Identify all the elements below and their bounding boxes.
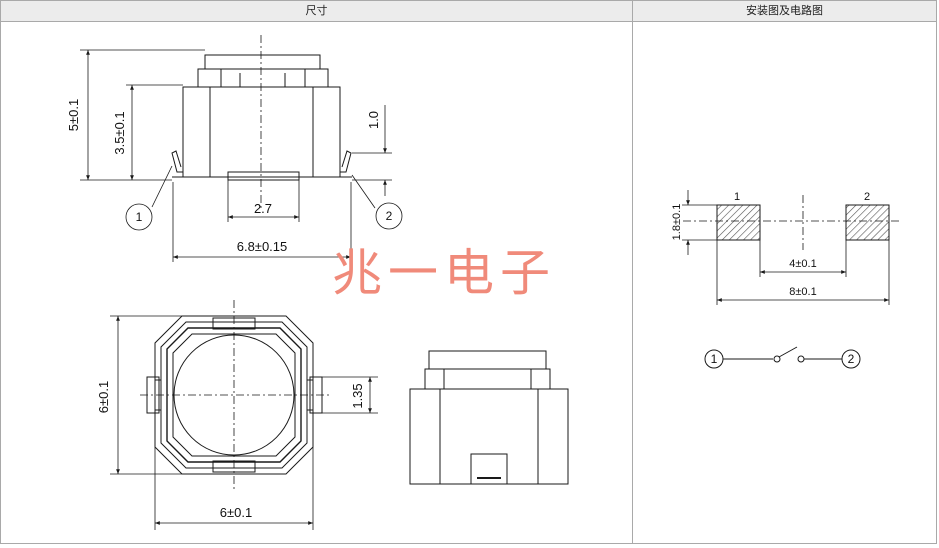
watermark-text: 兆一电子 (332, 244, 556, 302)
switch-contact-right (797, 355, 805, 363)
header-row: 尺寸 安装图及电路图 (1, 1, 936, 22)
dim-top-width: 6±0.1 (220, 505, 252, 520)
side-terminal-left (171, 150, 183, 173)
column-divider (632, 0, 633, 544)
footprint-pad-1 (716, 204, 761, 241)
header-mounting-circuit: 安装图及电路图 (746, 5, 823, 17)
footprint-pad-2 (845, 204, 890, 241)
pin1-marker: 1 (136, 210, 143, 224)
dim-footprint-width: 8±0.1 (789, 286, 816, 298)
header-dimensions: 尺寸 (305, 5, 328, 17)
top-outer-octagon (154, 315, 314, 475)
pin2-marker: 2 (386, 209, 393, 223)
dim-body-height: 3.5±0.1 (112, 111, 127, 154)
dim-overall-width: 6.8±0.15 (237, 239, 288, 254)
side-view (171, 35, 352, 210)
schematic-pin2: 2 (848, 352, 855, 366)
schematic-pin1: 1 (711, 352, 718, 366)
dim-top-height: 6±0.1 (96, 381, 111, 413)
front-stem (470, 453, 508, 485)
switch-lever (778, 346, 798, 358)
footprint-pad2-label: 2 (864, 191, 870, 203)
top-view (140, 300, 330, 490)
front-plunger-cap (428, 350, 547, 370)
dim-pad-gap: 4±0.1 (789, 258, 816, 270)
dim-tab-height: 1.35 (350, 383, 365, 408)
side-cap-collar (197, 68, 329, 88)
side-plunger-cap (204, 54, 321, 70)
dim-pad-height: 1.8±0.1 (671, 204, 683, 241)
side-dimensions (80, 49, 403, 262)
dim-total-height: 5±0.1 (66, 99, 81, 131)
top-dimensions (110, 315, 378, 530)
side-body (182, 86, 341, 178)
footprint-pad1-label: 1 (734, 191, 740, 203)
switch-contact-left (773, 355, 781, 363)
front-view (409, 350, 569, 485)
pcb-footprint (682, 190, 900, 305)
front-body (409, 388, 569, 485)
side-terminal-right (340, 150, 352, 173)
dim-terminal-height: 1.0 (366, 111, 381, 129)
switch-schematic (704, 346, 861, 369)
dim-center-width: 2.7 (254, 201, 272, 216)
